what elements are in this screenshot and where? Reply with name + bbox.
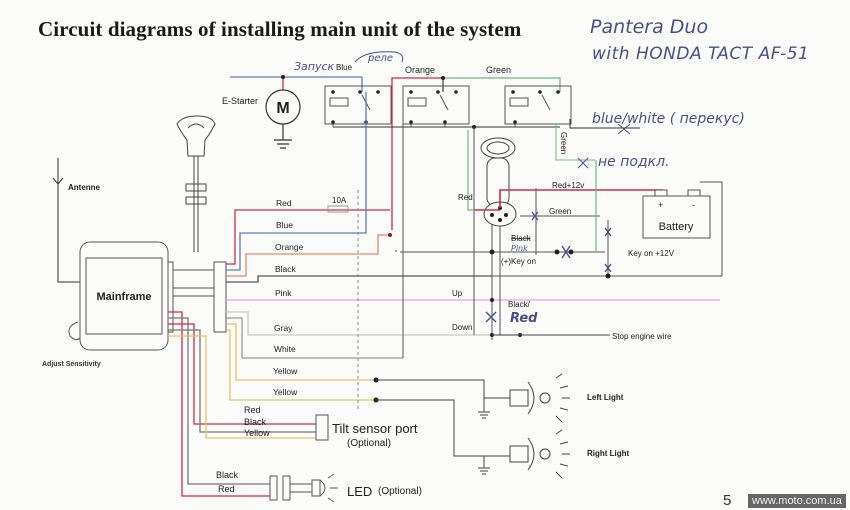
wire-label-black: Black	[275, 264, 297, 274]
handwritten-red-note: Red	[510, 311, 538, 326]
tilt-sensor-connector	[315, 414, 329, 441]
connector-block	[213, 261, 227, 333]
stop-engine-label: Stop engine wire	[612, 332, 672, 341]
fuse-icon	[327, 205, 349, 213]
relay-3	[504, 85, 572, 125]
page-number: 5	[723, 492, 732, 509]
diagram-title: Circuit diagrams of installing main unit…	[38, 17, 522, 41]
e-starter-label: E-Starter	[222, 96, 258, 106]
tilt-sensor-label: Tilt sensor port	[332, 421, 418, 436]
fuse-label: 10A	[332, 196, 347, 205]
down-label: Down	[452, 323, 472, 332]
relay-green-feed	[443, 77, 561, 92]
battery-minus: -	[692, 200, 695, 210]
battery-label: Battery	[659, 221, 694, 233]
website-watermark: www.moto.com.ua	[748, 494, 846, 508]
led-optional-label: (Optional)	[378, 486, 422, 497]
wire-label-orange: Orange	[275, 242, 304, 252]
led-wire-black: Black	[216, 470, 239, 480]
led-wire-red: Red	[218, 484, 235, 494]
wire-label-white: White	[274, 344, 296, 354]
e-starter-motor	[265, 89, 301, 149]
antenne-label: Antenne	[68, 183, 101, 192]
adjust-sensitivity-label: Adjust Sensitivity	[42, 361, 101, 368]
relay-1	[324, 85, 392, 125]
handwritten-relay-note: реле	[368, 53, 394, 64]
relay-orange-label: Orange	[405, 65, 435, 75]
ignition-red-label: Red	[458, 193, 473, 202]
relay-2	[402, 85, 470, 125]
ignition-switch	[480, 137, 517, 227]
siren-icon	[176, 115, 216, 252]
wire-label-yellow-1: Yellow	[273, 366, 298, 376]
handwritten-not-connected-note: не подкл.	[598, 154, 670, 170]
ignition-red-12v-label: Red+12v	[552, 181, 584, 190]
ignition-key-on-label: (+)Key on	[501, 257, 536, 266]
left-light-icon	[376, 373, 570, 423]
tilt-optional-label: (Optional)	[347, 438, 391, 449]
tilt-wire-yellow: Yellow	[244, 428, 270, 438]
led-label: LED	[347, 484, 372, 499]
ignition-black-label: Black	[511, 234, 532, 243]
wire-label-red: Red	[276, 198, 292, 208]
relay-blue-label: Blue	[336, 63, 353, 72]
key-on-12v-label: Key on +12V	[628, 249, 675, 258]
handwritten-vehicle-note: with HONDA TACT AF-51	[592, 44, 810, 64]
handwritten-model-note: Pantera Duo	[590, 16, 709, 38]
right-light-icon	[376, 399, 570, 479]
relay-group	[324, 85, 572, 128]
wire-label-gray: Gray	[274, 323, 293, 333]
battery-plus: +	[658, 200, 663, 210]
handwritten-starter-note: Запуск	[294, 60, 335, 73]
right-light-label: Right Light	[587, 449, 630, 458]
battery-icon	[642, 189, 711, 239]
handwritten-pink-note: Pink	[511, 244, 528, 253]
mainframe-label: Mainframe	[96, 291, 151, 303]
tilt-wire-red: Red	[244, 405, 261, 415]
handwritten-blue-white-note: blue/white ( перекус)	[592, 111, 745, 127]
antenne-icon	[52, 158, 82, 283]
mainframe-unit	[68, 241, 227, 351]
black-white-label: Black/	[508, 300, 531, 309]
wire-label-yellow-2: Yellow	[273, 387, 298, 397]
up-label: Up	[452, 289, 463, 298]
led-icon	[269, 473, 338, 503]
tilt-wire-black: Black	[244, 417, 267, 427]
relay-orange-feed	[391, 77, 443, 230]
relay-green-vertical-label: Green	[559, 132, 568, 154]
left-light-label: Left Light	[587, 393, 624, 402]
relay-green-label: Green	[486, 65, 511, 75]
motor-symbol: M	[276, 100, 289, 117]
wire-label-blue: Blue	[276, 220, 293, 230]
sensitivity-knob	[68, 321, 81, 341]
starter-blue-wire	[230, 76, 363, 92]
wire-label-pink: Pink	[275, 288, 292, 298]
ignition-green-label: Green	[549, 207, 571, 216]
